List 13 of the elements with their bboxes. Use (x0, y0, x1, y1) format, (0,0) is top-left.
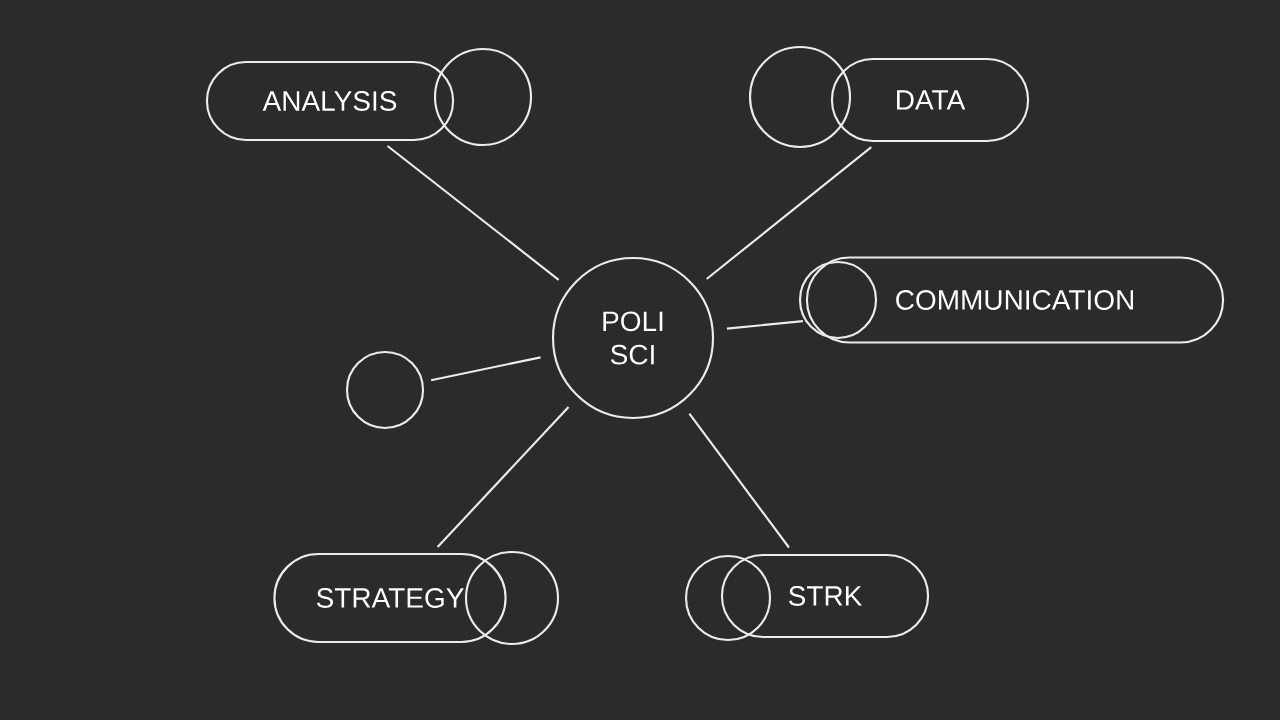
connector-line (386, 145, 560, 281)
pill-node: COMMUNICATION (798, 256, 1225, 344)
connector-line (436, 406, 570, 548)
pill-node: STRK (684, 553, 930, 642)
connector-line (430, 356, 541, 382)
connector-line (726, 320, 804, 330)
circle-node: POLI SCI (551, 256, 715, 420)
pill-node: ANALYSIS (205, 47, 533, 147)
connector-line (706, 146, 872, 280)
pill-node: DATA (748, 45, 1030, 149)
connector-line (688, 413, 790, 549)
circle-node (345, 350, 425, 430)
pill-node: STRATEGY (273, 550, 560, 646)
